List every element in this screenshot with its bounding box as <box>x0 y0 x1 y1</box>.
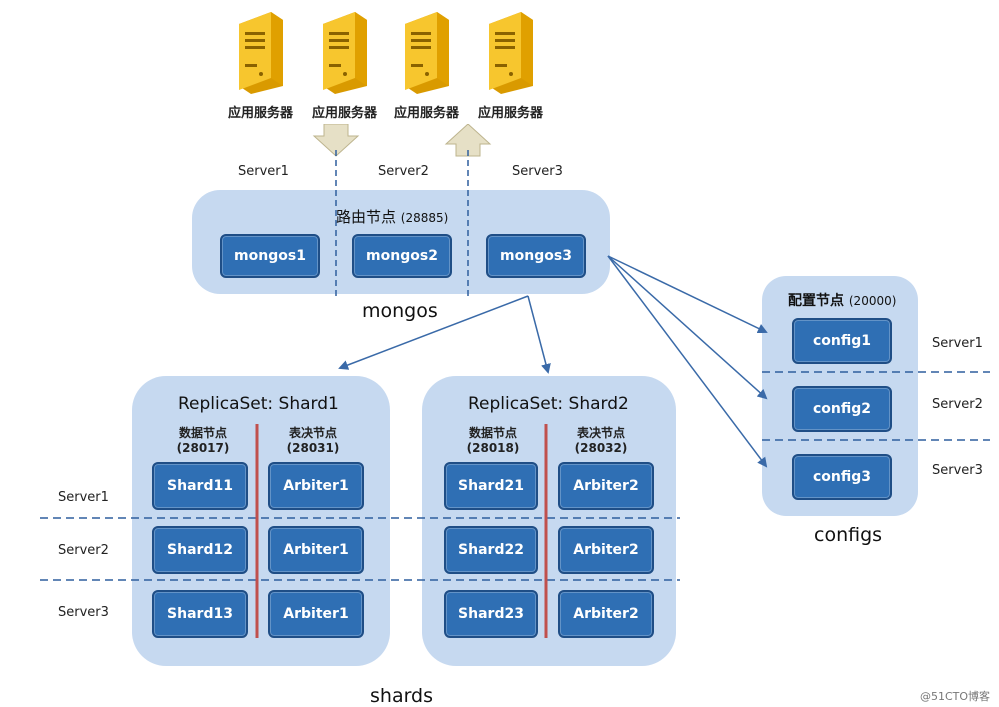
config-node[interactable]: config1 <box>792 318 892 364</box>
mongos-group-label: mongos <box>362 300 438 322</box>
server-icon <box>239 12 283 94</box>
config-node[interactable]: config2 <box>792 386 892 432</box>
mongos-node[interactable]: mongos3 <box>486 234 586 278</box>
arbiter-node[interactable]: Arbiter1 <box>268 526 364 574</box>
app-server-label: 应用服务器 <box>394 106 460 121</box>
app-server-label: 应用服务器 <box>478 106 544 121</box>
shard-node[interactable]: Shard13 <box>152 590 248 638</box>
server-icon <box>489 12 533 94</box>
shard-node[interactable]: Shard21 <box>444 462 538 510</box>
config-node[interactable]: config3 <box>792 454 892 500</box>
server-label: Server2 <box>932 397 983 412</box>
shard1-arbiter-header: 表决节点(28031) <box>286 426 340 455</box>
server-label: Server1 <box>58 490 109 505</box>
down-arrow-icon <box>312 124 360 157</box>
app-server-label: 应用服务器 <box>228 106 294 121</box>
server-icon <box>405 12 449 94</box>
server-label: Server1 <box>238 164 289 179</box>
shard-node[interactable]: Shard23 <box>444 590 538 638</box>
arbiter-node[interactable]: Arbiter1 <box>268 462 364 510</box>
shard-node[interactable]: Shard11 <box>152 462 248 510</box>
server-label: Server1 <box>932 336 983 351</box>
server-label: Server3 <box>932 463 983 478</box>
app-servers-row <box>225 4 555 124</box>
server-label: Server2 <box>58 543 109 558</box>
mongos-title: 路由节点 (28885) <box>336 208 449 226</box>
arbiter-node[interactable]: Arbiter2 <box>558 526 654 574</box>
shards-group-label: shards <box>370 685 434 707</box>
arbiter-node[interactable]: Arbiter1 <box>268 590 364 638</box>
up-arrow-icon <box>444 124 492 157</box>
server-label: Server2 <box>378 164 429 179</box>
config-title: 配置节点 (20000) <box>788 293 897 309</box>
server-icon <box>323 12 367 94</box>
shard-node[interactable]: Shard12 <box>152 526 248 574</box>
server-label: Server3 <box>58 605 109 620</box>
watermark: @51CTO博客 <box>920 690 991 703</box>
connector-arrow <box>607 255 768 334</box>
shard1-data-header: 数据节点(28017) <box>176 426 230 455</box>
configs-group-label: configs <box>814 524 883 546</box>
shard1-title: ReplicaSet: Shard1 <box>178 394 339 414</box>
shard2-data-header: 数据节点(28018) <box>466 426 520 455</box>
connector-arrow <box>527 295 551 374</box>
mongos-node[interactable]: mongos1 <box>220 234 320 278</box>
shard2-arbiter-header: 表决节点(28032) <box>574 426 628 455</box>
shard2-title: ReplicaSet: Shard2 <box>468 394 629 414</box>
mongos-node[interactable]: mongos2 <box>352 234 452 278</box>
arbiter-node[interactable]: Arbiter2 <box>558 590 654 638</box>
arbiter-node[interactable]: Arbiter2 <box>558 462 654 510</box>
shard-node[interactable]: Shard22 <box>444 526 538 574</box>
app-server-label: 应用服务器 <box>312 106 378 121</box>
server-label: Server3 <box>512 164 563 179</box>
